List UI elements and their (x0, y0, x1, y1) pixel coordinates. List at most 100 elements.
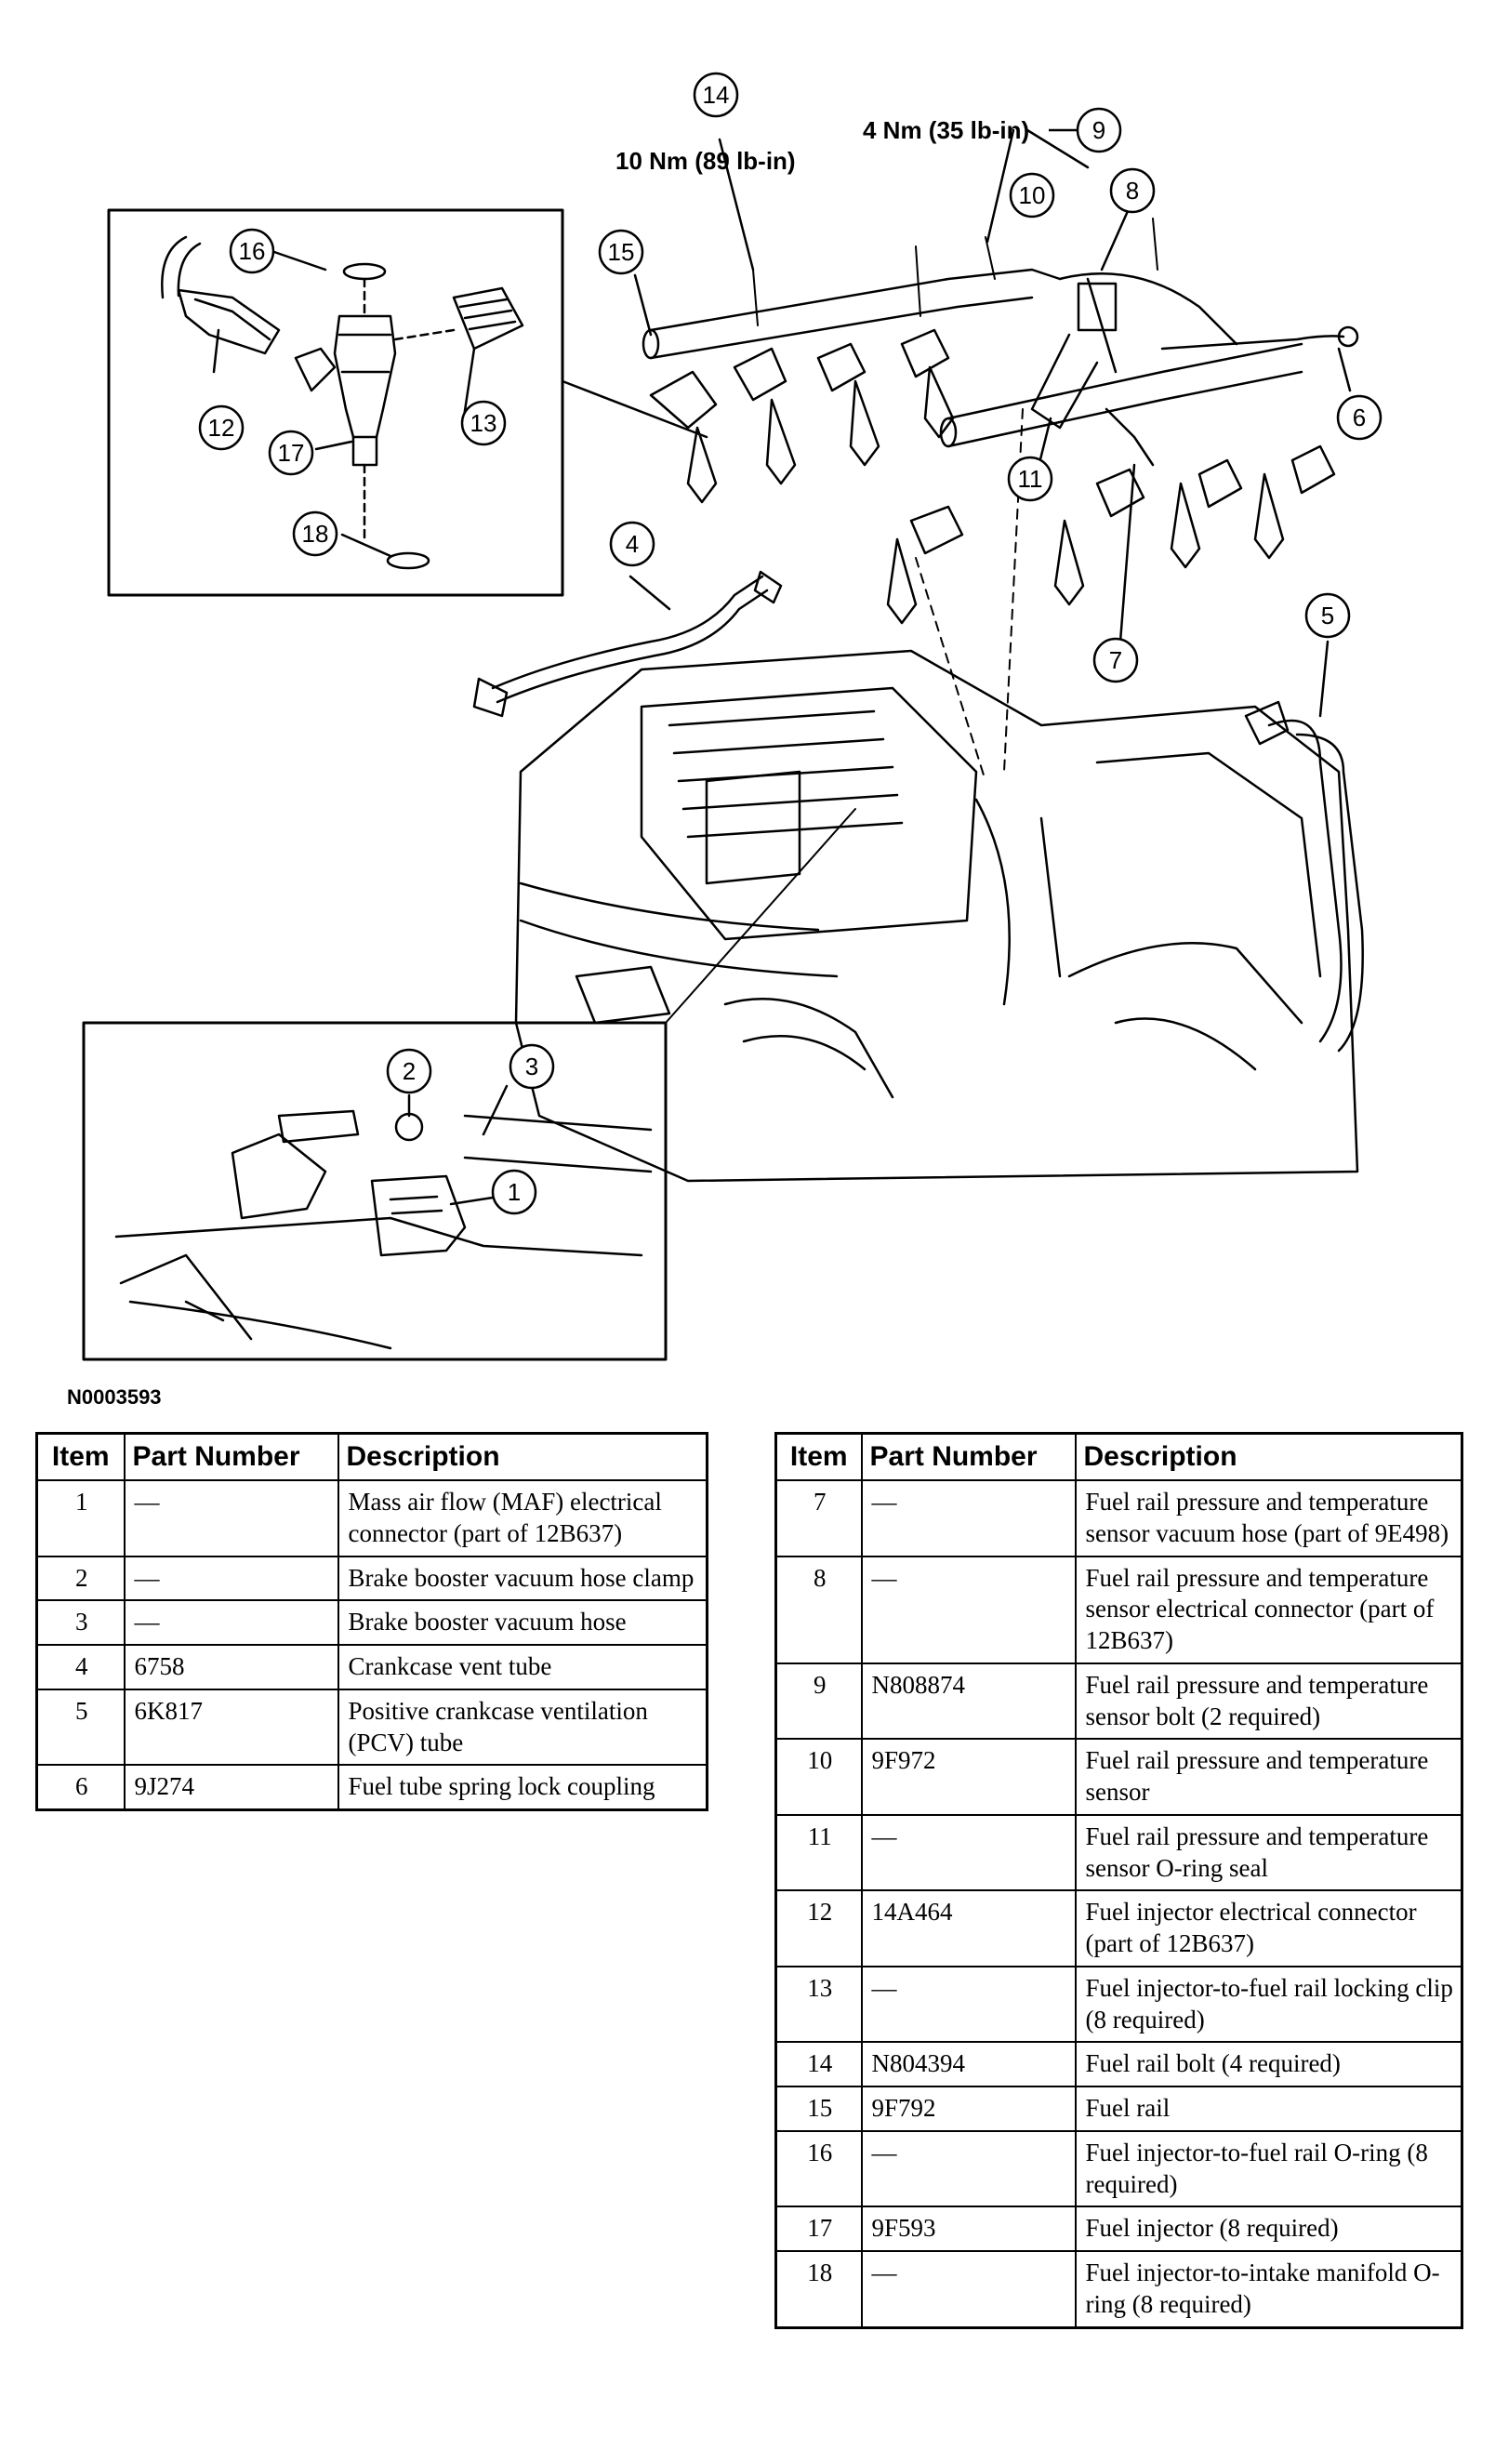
part-number-cell: 9J274 (123, 1764, 339, 1811)
part-number-cell: — (860, 1479, 1077, 1557)
callout-5: 5 (1321, 602, 1334, 629)
callout-8: 8 (1126, 177, 1139, 205)
part-number-cell: 9F593 (860, 2206, 1077, 2252)
callout-10: 10 (1019, 181, 1046, 209)
header-description: Description (1074, 1432, 1463, 1481)
crankcase-vent-tube-drawing (472, 570, 783, 718)
part-number-cell: — (123, 1479, 339, 1557)
part-number-cell: N808874 (860, 1662, 1077, 1741)
header-item: Item (774, 1432, 863, 1481)
description-cell: Fuel injector-to-fuel rail locking clip … (1074, 1965, 1463, 2044)
injector-body-drawing (294, 262, 430, 570)
item-cell: 9 (774, 1662, 863, 1741)
item-cell: 13 (774, 1965, 863, 2044)
part-number-cell: — (123, 1555, 339, 1602)
description-cell: Fuel injector-to-fuel rail O-ring (8 req… (1074, 2129, 1463, 2208)
injector-detail-inset (107, 208, 564, 597)
callout-3: 3 (525, 1053, 538, 1080)
description-cell: Fuel rail pressure and temperature senso… (1074, 1555, 1463, 1664)
description-cell: Positive crankcase ventilation (PCV) tub… (337, 1688, 708, 1767)
description-cell: Fuel rail pressure and temperature senso… (1074, 1479, 1463, 1557)
part-number-cell: 6K817 (123, 1688, 339, 1767)
table-row: 2—Brake booster vacuum hose clamp (35, 1555, 708, 1602)
callout-2: 2 (403, 1057, 416, 1085)
pcv-tube-drawing (1244, 700, 1364, 1053)
callout-4: 4 (626, 530, 639, 558)
part-number-cell: 9F972 (860, 1738, 1077, 1816)
table-row: 11—Fuel rail pressure and temperature se… (774, 1813, 1463, 1892)
description-cell: Fuel rail pressure and temperature senso… (1074, 1813, 1463, 1892)
item-cell: 11 (774, 1813, 863, 1892)
item-cell: 1 (35, 1479, 126, 1557)
table-row: 8—Fuel rail pressure and temperature sen… (774, 1555, 1463, 1664)
description-cell: Crankcase vent tube (337, 1644, 708, 1690)
item-cell: 4 (35, 1644, 126, 1690)
locking-clip-drawing (393, 286, 524, 351)
item-cell: 14 (774, 2041, 863, 2087)
callout-11: 11 (1018, 465, 1043, 493)
item-cell: 15 (774, 2086, 863, 2132)
item-cell: 18 (774, 2250, 863, 2328)
item-cell: 6 (35, 1764, 126, 1811)
header-description: Description (337, 1432, 708, 1481)
description-cell: Fuel rail pressure and temperature senso… (1074, 1662, 1463, 1741)
callout-17: 17 (278, 439, 305, 467)
description-cell: Brake booster vacuum hose clamp (337, 1555, 708, 1602)
table-row: 7—Fuel rail pressure and temperature sen… (774, 1479, 1463, 1557)
callout-7: 7 (1109, 646, 1122, 674)
part-number-cell: N804394 (860, 2041, 1077, 2087)
table-row: 16—Fuel injector-to-fuel rail O-ring (8 … (774, 2129, 1463, 2208)
part-number-cell: — (860, 2250, 1077, 2328)
item-cell: 17 (774, 2206, 863, 2252)
description-cell: Mass air flow (MAF) electrical connector… (337, 1479, 708, 1557)
item-cell: 7 (774, 1479, 863, 1557)
part-number-cell: 6758 (123, 1644, 339, 1690)
fuel-injectors-drawing (649, 328, 1336, 625)
table-row: 13—Fuel injector-to-fuel rail locking cl… (774, 1965, 1463, 2044)
header-part-number: Part Number (860, 1432, 1077, 1481)
rail-bolts-drawing (752, 218, 1158, 326)
callout-9: 9 (1092, 116, 1105, 144)
item-cell: 2 (35, 1555, 126, 1602)
callout-13: 13 (470, 409, 497, 437)
part-number-cell: — (860, 1813, 1077, 1892)
figure-id: N0003593 (67, 1385, 162, 1409)
description-cell: Fuel tube spring lock coupling (337, 1764, 708, 1811)
part-number-cell: 14A464 (860, 1889, 1077, 1967)
header-item: Item (35, 1432, 126, 1481)
part-number-cell: — (123, 1599, 339, 1646)
parts-table-left: Item Part Number Description 1—Mass air … (35, 1432, 708, 1811)
part-number-cell: — (860, 2129, 1077, 2208)
torque-label-sensor-bolt: 4 Nm (35 lb-in) (863, 116, 1029, 144)
callout-6: 6 (1353, 404, 1366, 431)
parts-table-right: Item Part Number Description 7—Fuel rail… (774, 1432, 1463, 2329)
callout-12: 12 (208, 414, 235, 442)
table-row: 1—Mass air flow (MAF) electrical connect… (35, 1479, 708, 1557)
item-cell: 10 (774, 1738, 863, 1816)
table-row: 18—Fuel injector-to-intake manifold O-ri… (774, 2250, 1463, 2328)
description-cell: Fuel injector electrical connector (part… (1074, 1889, 1463, 1967)
item-cell: 8 (774, 1555, 863, 1664)
callout-1: 1 (508, 1178, 521, 1206)
description-cell: Fuel injector (8 required) (1074, 2206, 1463, 2252)
table-row: 3—Brake booster vacuum hose (35, 1599, 708, 1646)
injector-connector-drawing (161, 235, 281, 355)
description-cell: Fuel rail pressure and temperature senso… (1074, 1738, 1463, 1816)
item-cell: 3 (35, 1599, 126, 1646)
fuel-rail-drawing (642, 268, 1359, 467)
description-cell: Fuel rail bolt (4 required) (1074, 2041, 1463, 2087)
maf-inset-drawing (114, 1109, 653, 1350)
engine-drawing (514, 649, 1359, 1183)
item-cell: 16 (774, 2129, 863, 2208)
maf-detail-inset (82, 1021, 668, 1361)
item-cell: 5 (35, 1688, 126, 1767)
part-number-cell: 9F792 (860, 2086, 1077, 2132)
header-part-number: Part Number (123, 1432, 339, 1481)
